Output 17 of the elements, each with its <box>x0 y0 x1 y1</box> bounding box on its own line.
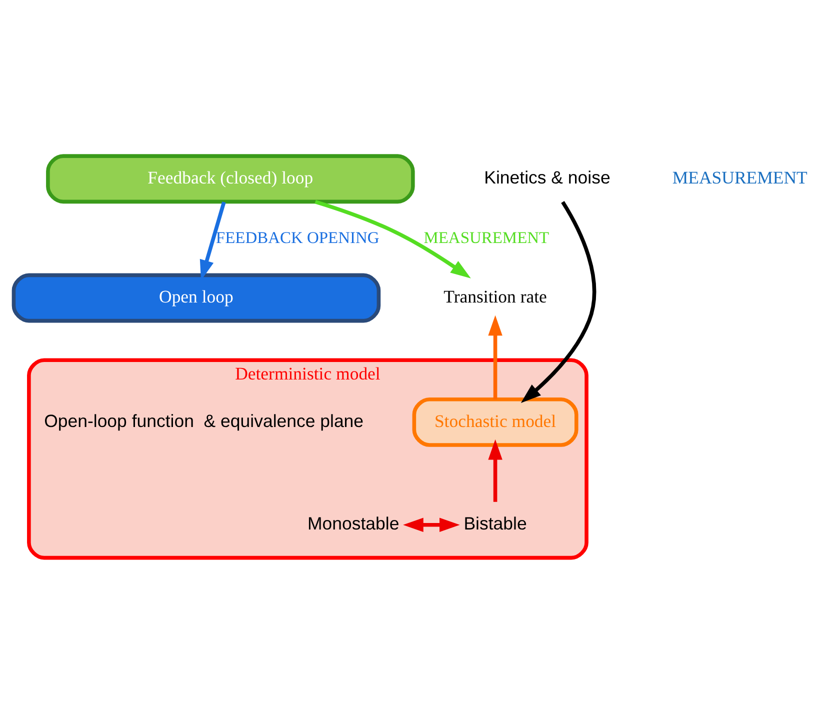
node-text: Monostable <box>308 514 400 534</box>
node-box: Stochastic model <box>412 397 578 447</box>
node-text: Open-loop function & equivalence plane <box>44 410 364 431</box>
node-text: Bistable <box>464 514 527 534</box>
arrow <box>200 202 226 280</box>
arrow <box>403 518 460 532</box>
edge-label: FEEDBACK OPENING <box>216 228 380 247</box>
label: MEASUREMENT <box>672 168 808 188</box>
arrow <box>488 439 502 502</box>
arrow <box>314 200 471 278</box>
arrow <box>520 201 596 403</box>
node-text: Transition rate <box>444 286 547 307</box>
node-box: Feedback (closed) loop <box>46 154 415 204</box>
arrow <box>488 315 502 400</box>
edge-label: MEASUREMENT <box>424 228 550 247</box>
node-box: Open loop <box>12 273 381 323</box>
node-text: Kinetics & noise <box>484 168 610 188</box>
